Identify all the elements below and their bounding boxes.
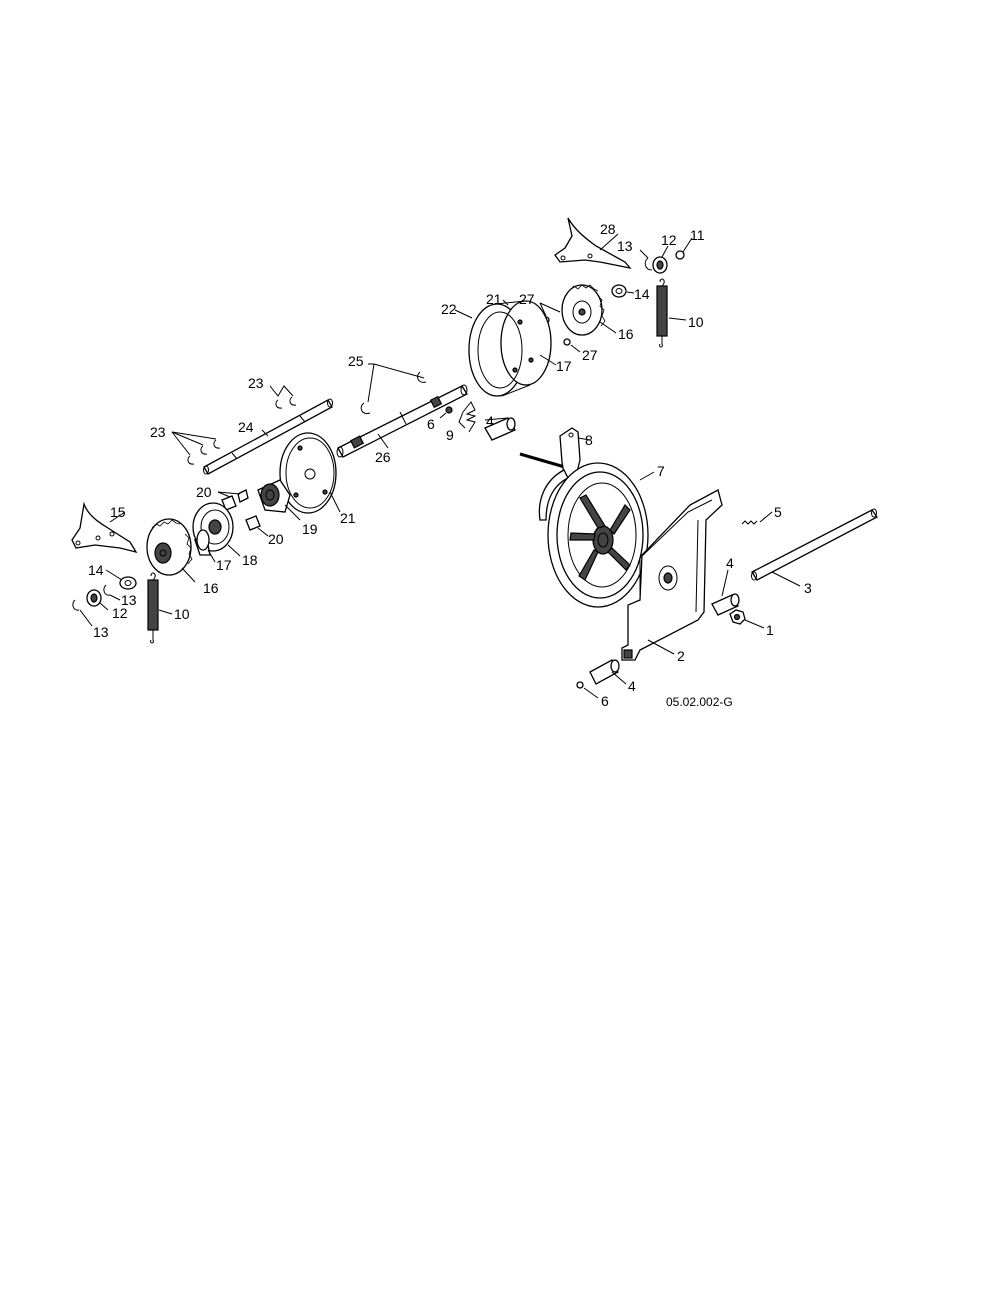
diagram-code: 05.02.002-G [666, 695, 733, 709]
callout-12: 12 [661, 232, 677, 248]
callout-15: 15 [110, 504, 126, 520]
callout-2: 2 [677, 648, 685, 664]
callout-11: 11 [690, 227, 705, 243]
callout-10: 10 [174, 606, 190, 622]
callout-8: 8 [585, 432, 593, 448]
part-16-gear-left [146, 518, 196, 583]
callout-13: 13 [617, 238, 633, 254]
part-4-bushing-right [711, 569, 740, 616]
part-10-spring-left [147, 572, 173, 644]
part-26-shaft [336, 384, 468, 458]
callout-27: 27 [582, 347, 598, 363]
part-22-drum [454, 299, 557, 397]
callout-21: 21 [340, 510, 356, 526]
callout-7: 7 [657, 463, 665, 479]
part-23-clips-lower [171, 431, 221, 465]
callout-12: 12 [112, 605, 128, 621]
callout-1: 1 [766, 622, 774, 638]
part-14-washer-left [105, 569, 137, 590]
callout-6: 6 [427, 416, 435, 432]
callout-28: 28 [600, 221, 616, 237]
callout-17: 17 [216, 557, 232, 573]
callout-21: 21 [486, 291, 502, 307]
callout-13: 13 [121, 592, 137, 608]
callout-3: 3 [804, 580, 812, 596]
part-13-12-11-top [639, 237, 693, 274]
callout-9: 9 [446, 427, 454, 443]
callout-23: 23 [248, 375, 264, 391]
part-21-disc [279, 432, 341, 514]
part-17-washer [196, 529, 216, 563]
callout-17: 17 [556, 358, 572, 374]
part-3-axle [751, 508, 878, 587]
callout-27: 27 [519, 291, 535, 307]
part-14-washer-top [611, 284, 635, 298]
part-4-bushing-lower [589, 659, 627, 685]
part-7-wheel [547, 462, 655, 608]
callout-24: 24 [238, 419, 254, 435]
callout-13: 13 [93, 624, 109, 640]
part-20-bolts [217, 489, 269, 537]
callout-4: 4 [486, 413, 494, 429]
callout-16: 16 [203, 580, 219, 596]
part-10-spring-top [656, 278, 687, 348]
callout-20: 20 [196, 484, 212, 500]
callout-25: 25 [348, 353, 364, 369]
callout-16: 16 [618, 326, 634, 342]
part-24-shaft [203, 398, 333, 475]
callout-26: 26 [375, 449, 391, 465]
part-23-clips-upper [269, 385, 297, 409]
callout-10: 10 [688, 314, 704, 330]
callout-5: 5 [774, 504, 782, 520]
part-13-12-left [72, 584, 121, 627]
part-25-clips [360, 363, 427, 415]
part-19-hub [257, 479, 301, 521]
part-6-nut-lower [576, 681, 599, 699]
callout-14: 14 [88, 562, 104, 578]
callout-23: 23 [150, 424, 166, 440]
part-15-bracket [71, 501, 138, 554]
part-16-gear-top [561, 284, 617, 336]
callout-6: 6 [601, 693, 609, 709]
callout-19: 19 [302, 521, 318, 537]
callout-14: 14 [634, 286, 650, 302]
part-4-bushing-upper [484, 417, 516, 441]
part-2-side-plate [621, 489, 723, 661]
callout-4: 4 [726, 555, 734, 571]
part-1-nut [729, 609, 765, 629]
callout-22: 22 [441, 301, 457, 317]
part-6-9-spring [439, 401, 477, 433]
part-28-bracket [554, 217, 632, 269]
part-5-screw [741, 511, 773, 525]
callout-4: 4 [628, 678, 636, 694]
callout-20: 20 [268, 531, 284, 547]
callout-18: 18 [242, 552, 258, 568]
